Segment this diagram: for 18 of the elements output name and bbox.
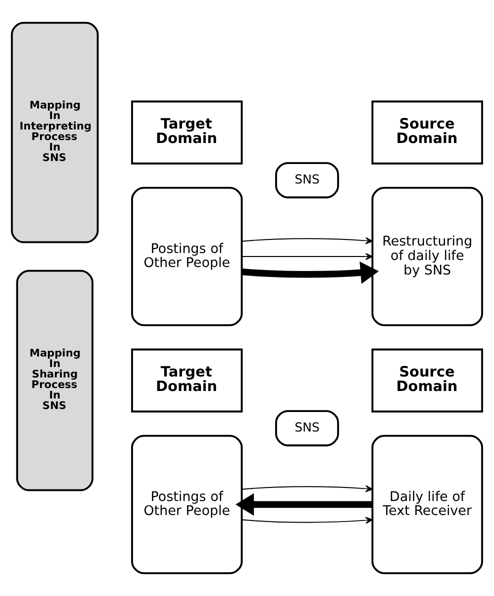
arrow [242, 237, 373, 244]
arrow [236, 493, 372, 516]
node-box: SNS [275, 410, 340, 446]
node-box: Mapping In Interpreting Process In SNS [10, 22, 99, 244]
arrow [242, 516, 373, 524]
node-box: Target Domain [131, 348, 243, 412]
node-box: Mapping In Sharing Process In SNS [16, 270, 94, 492]
arrow [242, 262, 379, 284]
node-box: Source Domain [371, 100, 484, 164]
node-box: Postings of Other People [131, 434, 243, 574]
node-box: Postings of Other People [131, 186, 243, 326]
arrow [242, 253, 373, 260]
arrow [242, 485, 373, 492]
node-box: Source Domain [371, 348, 484, 412]
node-box: Target Domain [131, 100, 243, 164]
node-box: Daily life of Text Receiver [371, 434, 484, 574]
node-box: SNS [275, 162, 340, 198]
node-box: Restructuring of daily life by SNS [371, 186, 484, 326]
